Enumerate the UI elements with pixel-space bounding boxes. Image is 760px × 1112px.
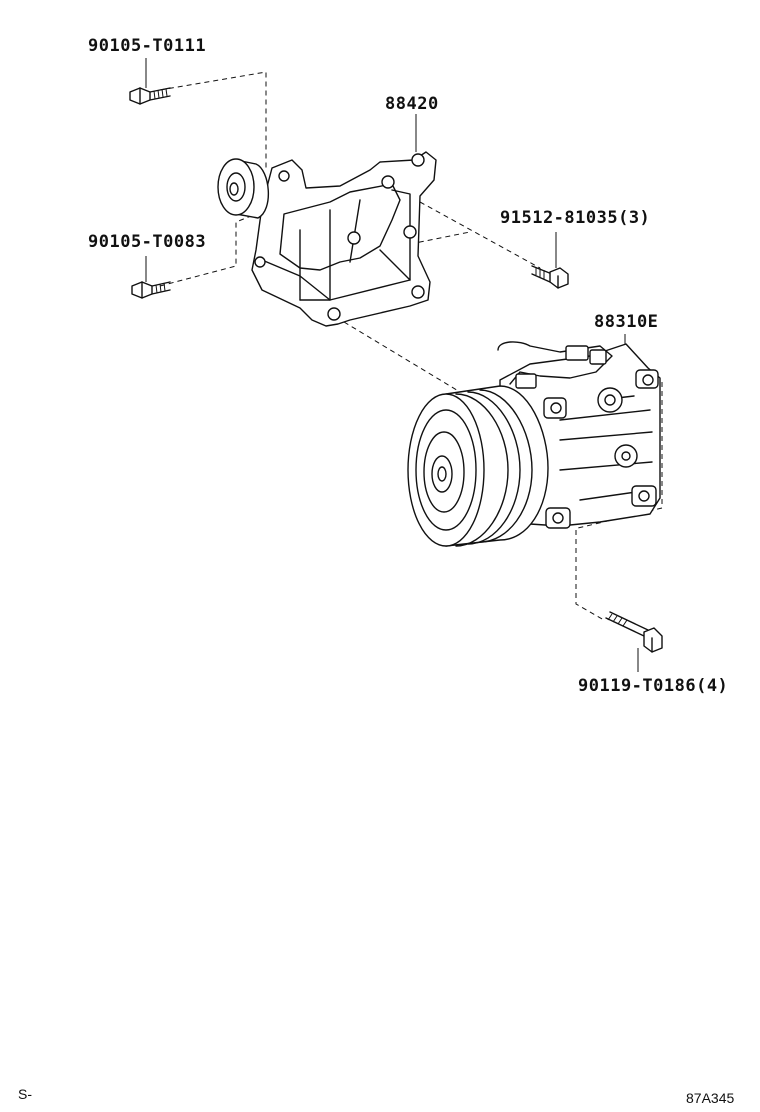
drawing-code: 87A345 <box>686 1090 735 1106</box>
label-91512-81035: 91512-81035(3) <box>500 208 651 228</box>
bolt-90119-t0186 <box>605 611 663 653</box>
bolt-90105-t0111 <box>129 87 171 105</box>
bracket-88420 <box>251 151 437 327</box>
label-90119-t0186: 90119-T0186(4) <box>578 676 729 696</box>
label-90105-t0111: 90105-T0111 <box>88 36 207 56</box>
bolt-91512-81035 <box>531 265 569 289</box>
corner-mark: S- <box>18 1086 32 1102</box>
label-90105-t0083: 90105-T0083 <box>88 232 207 252</box>
compressor-88310e <box>407 341 661 547</box>
label-88310e: 88310E <box>594 312 659 332</box>
idler-pulley <box>217 158 270 219</box>
bolt-90105-t0083 <box>131 281 171 299</box>
label-88420: 88420 <box>385 94 439 114</box>
